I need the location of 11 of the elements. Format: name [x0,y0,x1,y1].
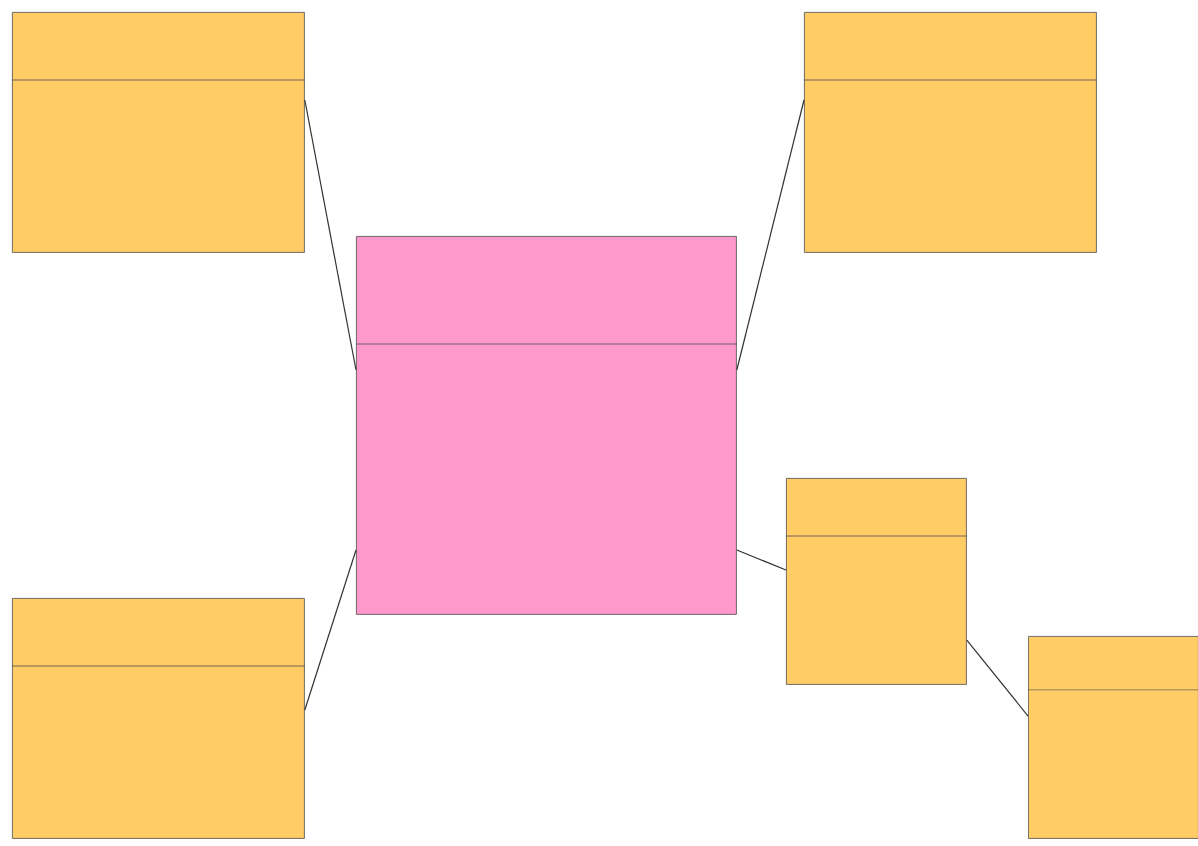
class-box [1027,636,1198,839]
class-box [11,12,306,253]
class-box [785,478,968,685]
class-box [355,236,738,615]
connector-line [304,99,357,371]
connector-line [966,639,1029,717]
class-box [11,598,306,839]
connector-line [304,549,357,711]
connector-line [736,99,805,371]
class-box [803,12,1098,253]
connector-line [736,549,787,571]
